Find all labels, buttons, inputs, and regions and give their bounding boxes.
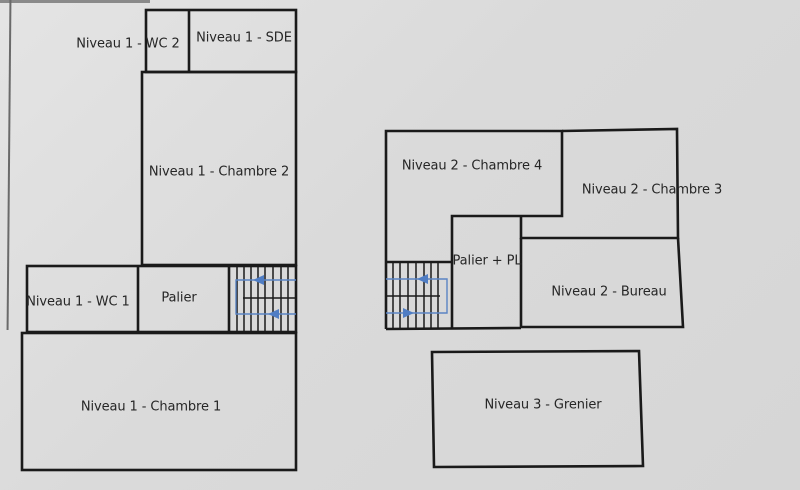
room-label-chambre-2: Niveau 1 - Chambre 2	[148, 164, 290, 180]
room-label-chambre-4: Niveau 2 - Chambre 4	[401, 158, 543, 174]
stair-arrow-icon	[417, 274, 428, 284]
niveau-1-plan	[20, 8, 298, 472]
wall-chambre-4	[384, 129, 564, 329]
stair-arrow-icon	[268, 309, 279, 319]
wall-chambre-1	[20, 331, 298, 472]
stairs-niveau-2	[386, 262, 448, 329]
stairs-niveau-1	[235, 266, 296, 332]
paper-top-edge	[0, 0, 150, 3]
room-label-grenier: Niveau 3 - Grenier	[484, 397, 602, 413]
niveau-3-plan	[430, 349, 645, 469]
room-label-sde: Niveau 1 - SDE	[196, 30, 292, 46]
niveau-2-plan	[384, 127, 685, 331]
stair-arrow-icon	[403, 308, 414, 318]
room-label-palier: Palier	[161, 290, 197, 306]
room-label-wc1: Niveau 1 - WC 1	[26, 294, 130, 310]
wall-bottom	[385, 326, 522, 331]
room-label-bureau: Niveau 2 - Bureau	[551, 284, 667, 300]
stair-arrow-icon	[253, 275, 264, 285]
room-label-chambre-1: Niveau 1 - Chambre 1	[80, 399, 222, 415]
wall-bureau	[519, 237, 685, 329]
room-label-palier-pl: Palier + PL	[452, 253, 522, 269]
room-label-wc2: Niveau 1 - WC 2	[76, 36, 180, 52]
room-label-chambre-3: Niveau 2 - Chambre 3	[581, 182, 723, 198]
wall-grenier	[430, 349, 645, 469]
